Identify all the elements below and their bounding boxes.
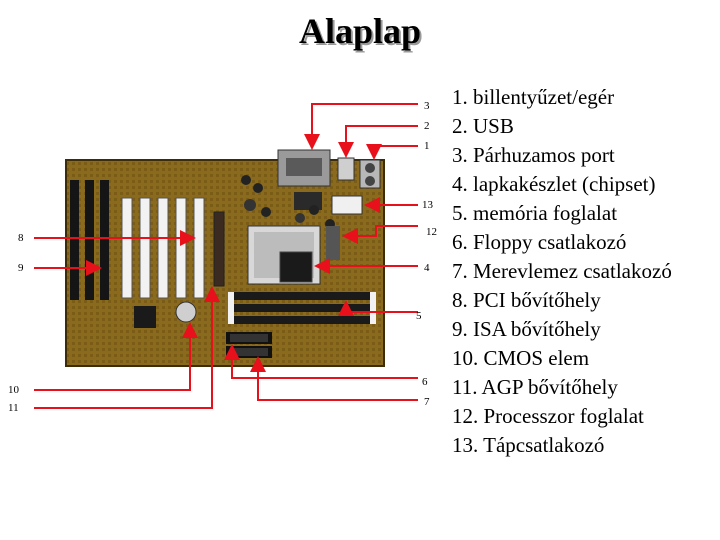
callout-1: 1 bbox=[424, 140, 430, 152]
callout-9: 9 bbox=[18, 262, 24, 274]
usb-port bbox=[338, 158, 354, 180]
legend-item: 4. lapkakészlet (chipset) bbox=[452, 170, 672, 199]
legend-item: 8. PCI bővítőhely bbox=[452, 286, 672, 315]
callout-4: 4 bbox=[424, 262, 430, 274]
legend-item: 7. Merevlemez csatlakozó bbox=[452, 257, 672, 286]
legend-item: 2. USB bbox=[452, 112, 672, 141]
legend-item: 9. ISA bővítőhely bbox=[452, 315, 672, 344]
isa-slots bbox=[70, 180, 109, 300]
callout-13: 13 bbox=[422, 199, 433, 211]
legend-item: 3. Párhuzamos port bbox=[452, 141, 672, 170]
legend-item: 10. CMOS elem bbox=[452, 344, 672, 373]
callout-10: 10 bbox=[8, 384, 19, 396]
callout-12: 12 bbox=[426, 226, 437, 238]
legend-item: 12. Processzor foglalat bbox=[452, 402, 672, 431]
memory-slots bbox=[228, 292, 376, 324]
legend-item: 6. Floppy csatlakozó bbox=[452, 228, 672, 257]
legend-item: 11. AGP bővítőhely bbox=[452, 373, 672, 402]
legend-item: 1. billentyűzet/egér bbox=[452, 83, 672, 112]
callout-6: 6 bbox=[422, 376, 428, 388]
callout-11: 11 bbox=[8, 402, 19, 414]
callout-2: 2 bbox=[424, 120, 430, 132]
agp-slot bbox=[214, 212, 224, 286]
callout-5: 5 bbox=[416, 310, 422, 322]
cmos-battery bbox=[176, 302, 196, 322]
callout-7: 7 bbox=[424, 396, 430, 408]
legend-item: 5. memória foglalat bbox=[452, 199, 672, 228]
board-pcb bbox=[66, 160, 384, 366]
legend-item: 13. Tápcsatlakozó bbox=[452, 431, 672, 460]
component-legend: 1. billentyűzet/egér 2. USB 3. Párhuzamo… bbox=[452, 83, 672, 460]
power-connector bbox=[332, 196, 362, 214]
callout-3: 3 bbox=[424, 100, 430, 112]
callout-8: 8 bbox=[18, 232, 24, 244]
chipset-chip bbox=[280, 252, 312, 282]
